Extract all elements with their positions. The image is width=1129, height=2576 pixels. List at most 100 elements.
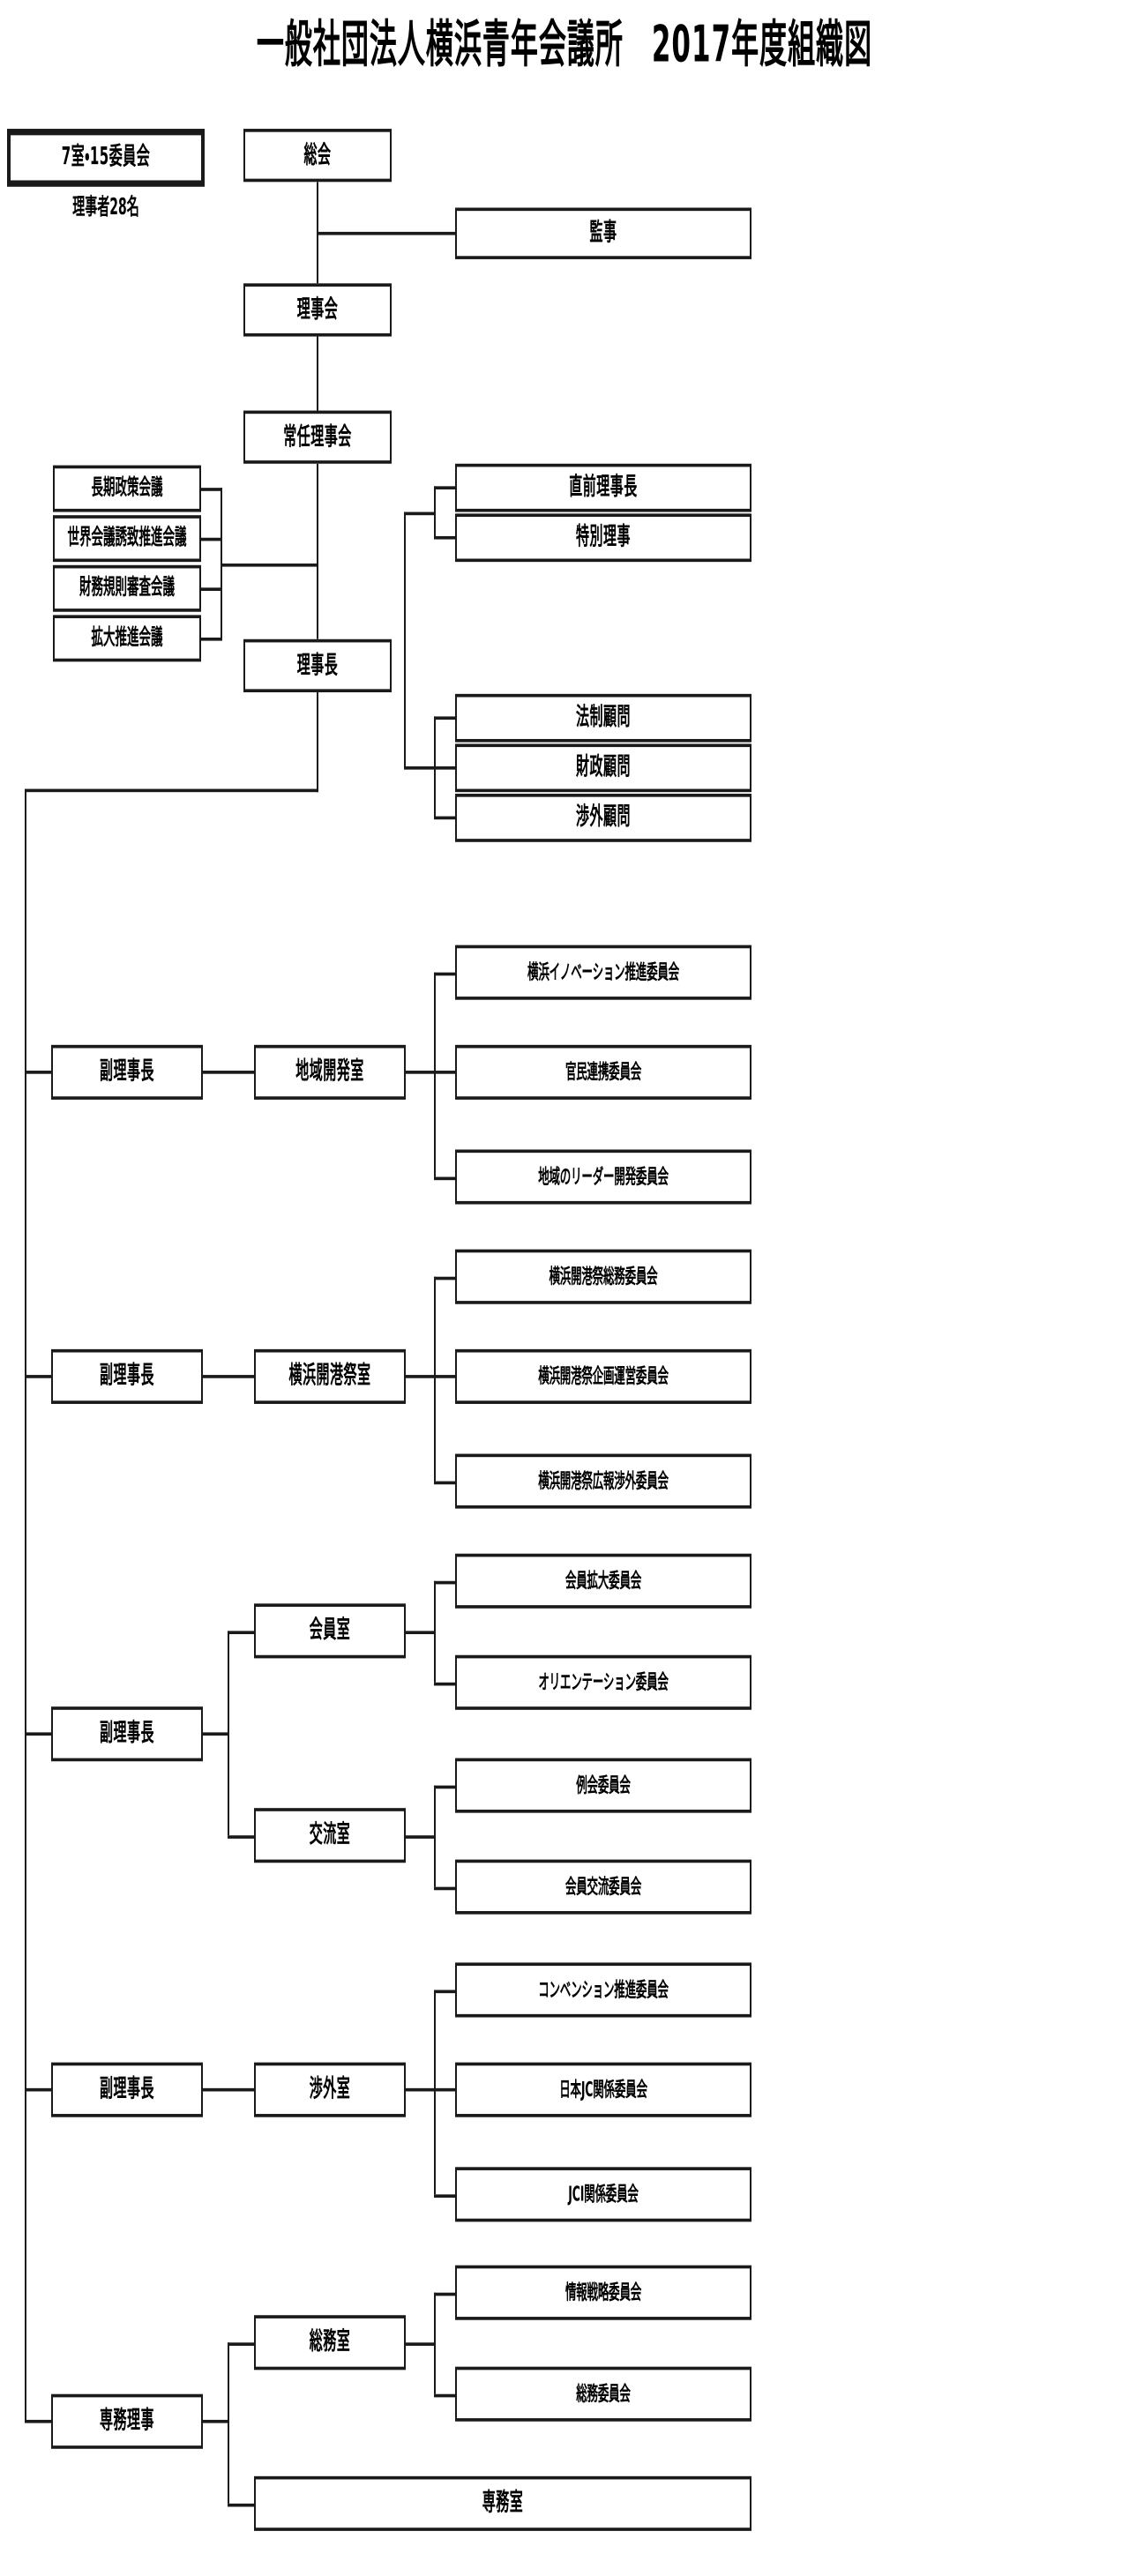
connector-division-4-room-0-to-spine [406,2342,434,2346]
connector-division-3-committee-0-stub [434,1990,455,1994]
connector-division-2-rooms-spine [228,1631,229,1836]
connector-division-1-committee-2-stub [434,1481,455,1485]
node-division-1-room-0[interactable]: 横浜開港祭室 [254,1348,406,1404]
node-division-3-officer-label: 副理事長 [99,2074,154,2103]
node-division-3-room-0-committee-2-label: JCI関係委員会 [568,2181,639,2206]
node-division-2-room-1-committee-0[interactable]: 例会委員会 [455,1758,751,1813]
node-advisor-1-label: 財政顧問 [575,752,631,782]
node-division-0-room-0-committee-0[interactable]: 横浜イノベーション推進委員会 [455,945,751,1000]
node-special-officer-1-label: 特別理事 [575,522,631,552]
connector-division-0-committee-2-stub [434,1176,455,1181]
connector-right-riser [404,511,406,766]
node-auditor[interactable]: 監事 [455,207,751,259]
node-division-4-room-0-committee-1[interactable]: 総務委員会 [455,2366,751,2422]
node-division-2-room-1[interactable]: 交流室 [254,1808,406,1863]
node-division-3-room-0-committee-2[interactable]: JCI関係委員会 [455,2167,751,2222]
node-division-4-officer-label: 専務理事 [99,2406,154,2436]
connector-division-4-room-0-committee-1-stub [434,2393,455,2398]
node-advisor-2[interactable]: 渉外顧問 [455,794,751,842]
node-division-4-room-0[interactable]: 総務室 [254,2315,406,2371]
node-division-3-room-0-committee-0[interactable]: コンベンション推進委員会 [455,1962,751,2018]
connector-advisor-1-stub [434,765,455,770]
node-division-1-room-0-committee-2[interactable]: 横浜開港祭広報渉外委員会 [455,1453,751,1509]
connector-auditor-branch [317,231,455,235]
node-division-3-officer[interactable]: 副理事長 [51,2062,203,2117]
node-general-meeting-label: 総会 [303,139,332,169]
connector-council-3-stub [201,637,222,641]
connector-division-1-committees-spine [434,1276,436,1482]
connector-division-2-room-1-committee-1-stub [434,1886,455,1891]
node-division-2-room-1-committee-1[interactable]: 会員交流委員会 [455,1859,751,1915]
node-division-0-room-0-committee-2[interactable]: 地域のリーダー開発委員会 [455,1149,751,1205]
node-division-1-room-0-committee-0[interactable]: 横浜開港祭総務委員会 [455,1249,751,1304]
node-president[interactable]: 理事長 [243,638,392,693]
node-division-3-room-0[interactable]: 渉外室 [254,2062,406,2117]
connector-division-3-officer-to-room [203,2087,254,2092]
connector-division-4-room-0-committees-spine [434,2292,436,2394]
connector-division-2-room-1-to-spine [406,1835,434,1839]
node-president-label: 理事長 [296,650,339,680]
node-advisor-0[interactable]: 法制顧問 [455,693,751,743]
node-standing-board[interactable]: 常任理事会 [243,410,392,464]
connector-trunk-to-division-0 [25,1071,51,1074]
node-division-3-room-0-committee-1[interactable]: 日本JC関係委員会 [455,2062,751,2117]
connector-division-2-room-1-committees-spine [434,1785,436,1887]
node-division-2-room-0[interactable]: 会員室 [254,1603,406,1659]
node-council-0[interactable]: 長期政策会議 [53,465,201,512]
node-division-1-officer[interactable]: 副理事長 [51,1348,203,1404]
legend-box-label: 7室・15委員会 [61,142,151,172]
page-title: 一般社団法人横浜青年会議所 2017年度組織図 [256,16,873,74]
connector-trunk-to-division-1 [25,1375,51,1378]
node-division-3-room-0-committee-1-label: 日本JC関係委員会 [559,2076,647,2102]
node-division-4-officer[interactable]: 専務理事 [51,2393,203,2449]
node-council-2-label: 財務規則審査会議 [79,574,175,601]
node-division-4-room-0-committee-0[interactable]: 情報戦略委員会 [455,2265,751,2320]
connector-division-0-officer-to-room [203,1071,254,1074]
connector-advisor-0-stub [434,716,455,721]
connector-main-trunk [25,788,26,2422]
node-division-0-officer-label: 副理事長 [99,1057,154,1086]
connector-councils-to-trunk [221,563,318,567]
node-advisor-1[interactable]: 財政顧問 [455,743,751,793]
node-division-1-room-0-committee-1-label: 横浜開港祭企画運営委員会 [538,1363,669,1388]
connector-division-2-room-0-committees-spine [434,1580,436,1683]
connector-special-officers-spine [434,486,436,538]
connector-division-1-room-to-spine [406,1375,434,1378]
node-division-2-officer[interactable]: 副理事長 [51,1706,203,1762]
connector-division-1-committee-1-stub [434,1375,455,1378]
node-standing-board-label: 常任理事会 [283,422,352,451]
node-division-2-room-0-committee-0[interactable]: 会員拡大委員会 [455,1553,751,1609]
node-council-1-label: 世界会議誘致推進会議 [67,524,187,550]
node-division-2-room-0-committee-1[interactable]: オリエンテーション委員会 [455,1654,751,1710]
node-board-of-directors[interactable]: 理事会 [243,283,392,337]
legend-box: 7室・15委員会 [7,129,205,187]
connector-division-4-room-0-stub [228,2342,254,2346]
node-division-1-room-0-committee-1[interactable]: 横浜開港祭企画運営委員会 [455,1348,751,1404]
node-division-0-room-0-committee-1[interactable]: 官民連携委員会 [455,1044,751,1100]
node-special-officer-0-label: 直前理事長 [569,472,638,502]
node-division-0-room-0[interactable]: 地域開発室 [254,1044,406,1100]
node-council-0-label: 長期政策会議 [91,474,163,501]
connector-advisor-2-stub [434,816,455,820]
node-division-4-room-0-committee-1-label: 総務委員会 [576,2380,631,2406]
connector-advisors-to-riser [404,765,434,770]
node-council-3[interactable]: 拡大推進会議 [53,615,201,662]
connector-president-down [317,692,318,793]
connector-division-4-room-0-committee-0-stub [434,2292,455,2296]
connector-division-2-officer-out [203,1732,229,1736]
node-general-meeting[interactable]: 総会 [243,129,392,183]
connector-trunk-to-division-4 [25,2419,51,2423]
node-division-0-officer[interactable]: 副理事長 [51,1044,203,1100]
node-division-3-room-0-label: 渉外室 [309,2074,351,2103]
node-division-4-room-1[interactable]: 専務室 [254,2475,751,2531]
node-special-officer-0[interactable]: 直前理事長 [455,463,751,512]
node-division-2-officer-label: 副理事長 [99,1718,154,1748]
connector-division-3-room-to-spine [406,2087,434,2092]
node-council-2[interactable]: 財務規則審査会議 [53,564,201,612]
node-division-4-room-0-label: 総務室 [309,2326,351,2356]
connector-division-1-officer-to-room [203,1375,254,1378]
node-council-1[interactable]: 世界会議誘致推進会議 [53,515,201,563]
node-special-officer-1[interactable]: 特別理事 [455,513,751,563]
connector-division-1-committee-0-stub [434,1276,455,1281]
